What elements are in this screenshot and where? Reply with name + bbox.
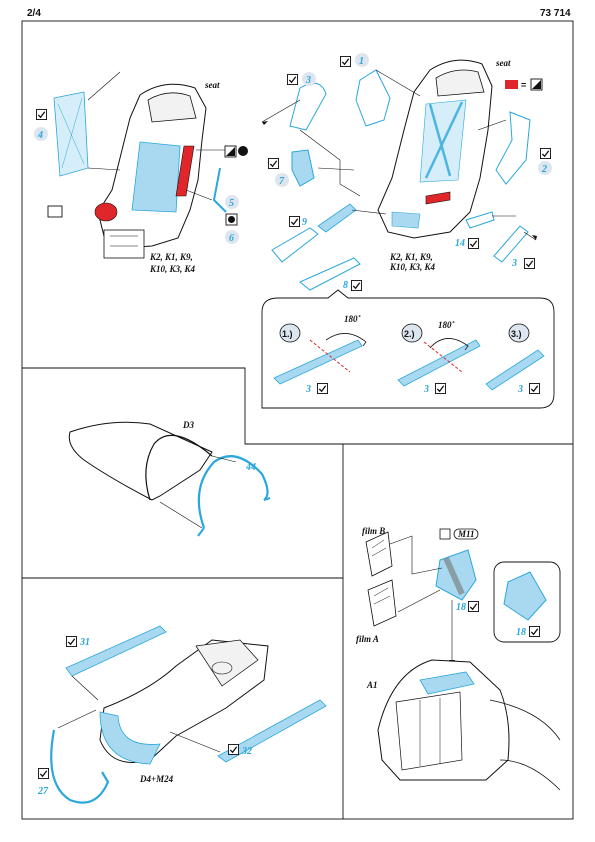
rotation-2-label: 180˚ bbox=[438, 320, 455, 330]
part-4-number: 4 bbox=[37, 130, 43, 141]
film-b-sheet bbox=[365, 531, 393, 577]
seat-right-label: seat bbox=[495, 58, 511, 68]
part-18-inset-number: 18 bbox=[516, 627, 526, 638]
part-7-bracket bbox=[291, 149, 315, 187]
equals-sign: = bbox=[521, 80, 526, 90]
part-1-strap bbox=[355, 69, 391, 127]
film-b-label: film B bbox=[362, 526, 385, 536]
product-code: 73 714 bbox=[540, 8, 571, 19]
part-2-number: 2 bbox=[541, 164, 547, 175]
part-9-number: 9 bbox=[302, 217, 307, 228]
part-3-number-step1: 3 bbox=[305, 384, 311, 395]
red-strap bbox=[175, 145, 195, 197]
fold-check-icon bbox=[340, 56, 351, 67]
part-32-strip bbox=[217, 699, 327, 763]
part-3-number-step3: 3 bbox=[517, 384, 523, 395]
part-32-number: 32 bbox=[241, 746, 252, 757]
red-disc bbox=[94, 202, 118, 222]
part-31-strip bbox=[65, 625, 167, 677]
red-strap-right bbox=[425, 191, 451, 205]
glue-icon bbox=[439, 528, 451, 540]
part-14-number: 14 bbox=[455, 238, 465, 249]
seat-left-group: seat K2, K1, K9, K10, K3, K4 bbox=[53, 71, 227, 274]
variants-right-line1: K2, K1, K9, bbox=[389, 252, 433, 262]
part-8-pad-a bbox=[271, 227, 319, 263]
color-swatch-icon: = bbox=[505, 78, 543, 91]
part-7-number: 7 bbox=[279, 176, 285, 187]
fold-check-icon bbox=[287, 74, 298, 85]
rotation-1-label: 180˚ bbox=[344, 314, 361, 324]
part-2-strap bbox=[495, 111, 531, 185]
fold-check-icon bbox=[268, 158, 279, 169]
fold-check-icon bbox=[228, 744, 239, 755]
fold-check-icon bbox=[468, 601, 479, 612]
fold-check-icon bbox=[38, 768, 49, 779]
seat-right-group: seat K2, K1, K9, K10, K3, K4 bbox=[261, 58, 537, 291]
seat-back-cushion bbox=[131, 141, 181, 213]
fold-check-icon bbox=[317, 383, 328, 394]
variants-right-line2: K10, K3, K4 bbox=[389, 262, 436, 272]
part-4-badge bbox=[34, 127, 48, 141]
part-8-pad-b bbox=[299, 257, 361, 291]
fold-check-icon bbox=[529, 383, 540, 394]
fold-check-icon bbox=[540, 148, 551, 159]
step-1-strip bbox=[273, 339, 363, 385]
part-31-number: 31 bbox=[79, 637, 90, 648]
step-3-label: 3.) bbox=[511, 329, 522, 339]
part-6-badge bbox=[225, 230, 239, 244]
part-18-number: 18 bbox=[456, 602, 466, 613]
part-5-rod bbox=[212, 167, 227, 213]
cockpit-label: A1 bbox=[366, 680, 378, 690]
fold-check-icon bbox=[524, 258, 535, 269]
seat-left-label: seat bbox=[204, 80, 220, 90]
fold-check-icon bbox=[468, 238, 479, 249]
fold-check-icon bbox=[289, 216, 300, 227]
part-44-frame bbox=[197, 455, 269, 529]
paint-icon bbox=[224, 145, 248, 158]
variants-left-line2: K10, K3, K4 bbox=[149, 264, 196, 274]
part-5-number: 5 bbox=[229, 198, 234, 209]
part-5-badge bbox=[225, 195, 239, 209]
part-3-strip-right bbox=[493, 225, 529, 263]
fold-check-icon bbox=[66, 636, 77, 647]
step-1-label: 1.) bbox=[282, 329, 293, 339]
canopy-shell bbox=[68, 421, 213, 501]
panel-frames bbox=[21, 20, 574, 820]
part-14-rail bbox=[465, 211, 495, 229]
m11-label: M11 bbox=[457, 529, 475, 539]
part-9-strip bbox=[317, 203, 357, 233]
part-27-frame bbox=[50, 729, 110, 804]
part-3-number-step2: 3 bbox=[423, 384, 429, 395]
tub-label: D4+M24 bbox=[139, 774, 174, 784]
fold-check-icon bbox=[351, 280, 362, 291]
variants-left-line1: K2, K1, K9, bbox=[149, 252, 193, 262]
step-3-strip bbox=[485, 349, 545, 391]
glue-icon bbox=[47, 205, 63, 218]
fold-check-icon bbox=[529, 626, 540, 637]
part-3-number-top: 3 bbox=[305, 75, 311, 86]
part-3-strip-upper bbox=[289, 82, 327, 131]
part-1-number: 1 bbox=[359, 56, 364, 67]
part-8-number: 8 bbox=[343, 280, 348, 291]
part-3-number-right: 3 bbox=[511, 258, 517, 269]
film-a-sheet bbox=[367, 579, 397, 627]
fold-check-icon bbox=[435, 383, 446, 394]
part-6-number: 6 bbox=[229, 233, 234, 244]
part-27-number: 27 bbox=[37, 786, 49, 797]
page-number: 2/4 bbox=[27, 8, 41, 19]
fold-check-icon bbox=[36, 109, 47, 120]
step-2-label: 2.) bbox=[404, 329, 415, 339]
films-group: film B film A M11 18 18 A1 bbox=[356, 526, 561, 791]
film-a-label: film A bbox=[356, 634, 379, 644]
part-44-number: 44 bbox=[245, 462, 256, 473]
canopy-label: D3 bbox=[182, 420, 194, 430]
fold-steps-box: 1.) 180˚ 3 2.) 180˚ 3 3.) 3 bbox=[261, 289, 555, 409]
tub-group: D4+M24 bbox=[50, 625, 327, 804]
canopy-group: D3 44 bbox=[68, 420, 271, 537]
tub-inner-blue-rim bbox=[99, 711, 161, 765]
part-18-inset-sight bbox=[503, 571, 547, 621]
step-2-strip bbox=[397, 339, 481, 387]
